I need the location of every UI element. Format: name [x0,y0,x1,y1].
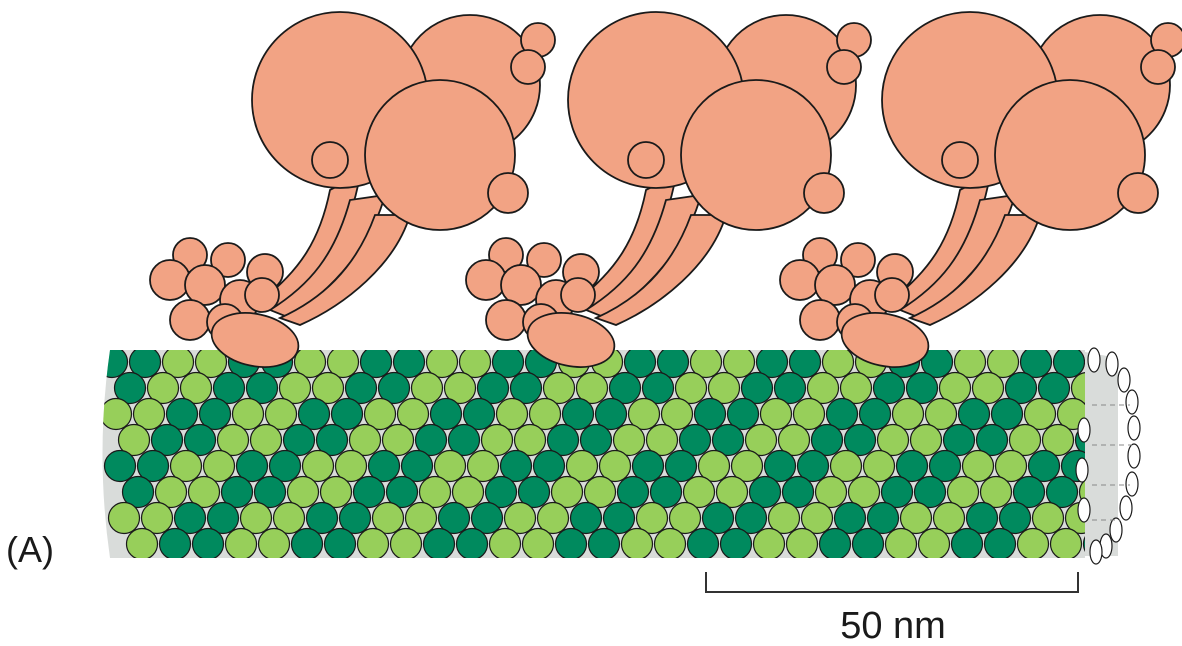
beta-tubulin-subunit [424,529,455,560]
protofilament-end [1078,418,1090,442]
light-chain [511,50,545,84]
motor-head-subunit [780,260,820,300]
beta-tubulin-subunit [97,347,128,378]
protofilament-end [1090,540,1102,564]
beta-tubulin-subunit [105,451,136,482]
beta-tubulin-subunit [985,529,1016,560]
protofilament-end [1126,390,1138,414]
beta-tubulin-subunit [457,529,488,560]
light-chain [312,142,348,178]
beta-tubulin-subunit [556,529,587,560]
protofilament-end [1118,368,1130,392]
alpha-tubulin-subunit [787,529,818,560]
alpha-tubulin-subunit [127,529,158,560]
protofilament-end [1120,496,1132,520]
light-chain [827,50,861,84]
motor-head-subunit [561,278,595,312]
light-chain [804,173,844,213]
microtubule-cross-section [1076,348,1140,564]
motor-head-subunit [170,300,210,340]
light-chain [488,173,528,213]
motor-head-subunit [800,300,840,340]
alpha-tubulin-subunit [391,529,422,560]
protofilament-end [1088,348,1100,372]
motor-head-subunit [245,278,279,312]
alpha-tubulin-subunit [886,529,917,560]
alpha-tubulin-subunit [523,529,554,560]
beta-tubulin-subunit [325,529,356,560]
alpha-tubulin-subunit [358,529,389,560]
scale-bar-label: 50 nm [840,605,946,646]
beta-tubulin-subunit [589,529,620,560]
beta-tubulin-subunit [820,529,851,560]
alpha-tubulin-subunit [1018,529,1049,560]
microtubule [97,347,1141,565]
protofilament-end [1110,518,1122,542]
light-chain [1141,50,1175,84]
scale-bar: 50 nm [706,572,1078,646]
alpha-tubulin-subunit [109,503,140,534]
alpha-tubulin-subunit [622,529,653,560]
alpha-tubulin-subunit [655,529,686,560]
beta-tubulin-subunit [160,529,191,560]
motor-head-subunit [875,278,909,312]
motor-head-subunit [466,260,506,300]
light-chain [942,142,978,178]
beta-tubulin-subunit [193,529,224,560]
cargo-domain [995,80,1145,230]
beta-tubulin-subunit [292,529,323,560]
protofilament-end [1126,472,1138,496]
beta-tubulin-subunit [688,529,719,560]
beta-tubulin-subunit [952,529,983,560]
light-chain [628,142,664,178]
alpha-tubulin-subunit [226,529,257,560]
motor-head-subunit [150,260,190,300]
alpha-tubulin-subunit [919,529,950,560]
beta-tubulin-subunit [853,529,884,560]
panel-label: (A) [6,529,54,570]
protofilament-end [1076,458,1088,482]
alpha-tubulin-subunit [490,529,521,560]
motor-head-subunit [815,265,855,305]
alpha-tubulin-subunit [259,529,290,560]
alpha-tubulin-subunit [1051,529,1082,560]
cargo-domain [365,80,515,230]
cargo-domain [681,80,831,230]
motor-head-subunit [185,265,225,305]
motor-head-subunit [501,265,541,305]
scale-bar-line [706,572,1078,592]
protofilament-end [1106,352,1118,376]
alpha-tubulin-subunit [101,399,132,430]
alpha-tubulin-subunit [754,529,785,560]
protofilament-end [1128,416,1140,440]
motor-head-subunit [486,300,526,340]
motor-proteins [150,12,1182,375]
light-chain [1118,173,1158,213]
protofilament-end [1078,498,1090,522]
beta-tubulin-subunit [721,529,752,560]
protofilament-end [1128,444,1140,468]
